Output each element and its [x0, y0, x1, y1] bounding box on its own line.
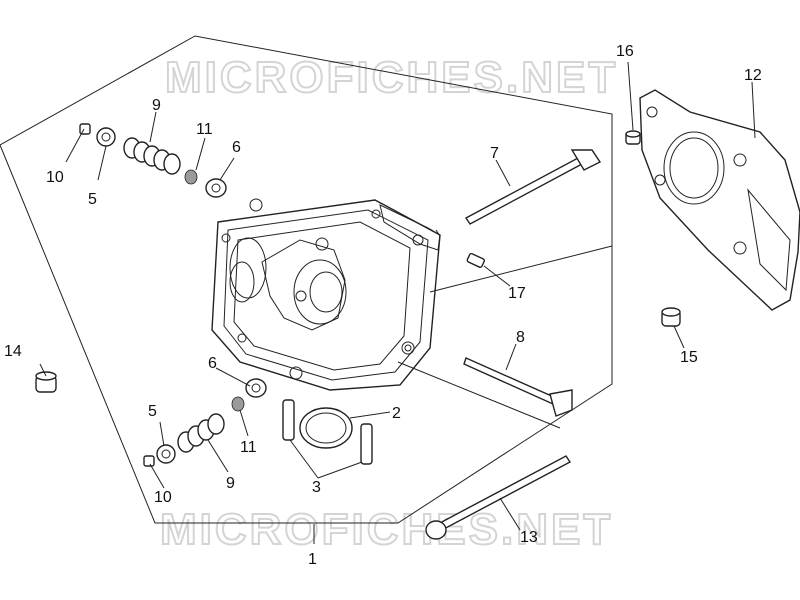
callout-6-lower: 6 [208, 355, 217, 372]
part-9-spring-lower [177, 413, 225, 453]
watermark-top: MICROFICHES.NET [165, 53, 618, 102]
callout-11-upper: 11 [196, 121, 213, 138]
assembly-outline [0, 35, 613, 524]
callout-14: 14 [4, 343, 22, 360]
part-5-retainer-upper [96, 127, 116, 147]
callout-10-upper: 10 [46, 169, 64, 186]
part-7-valve [464, 149, 602, 225]
callout-6-upper: 6 [232, 139, 241, 156]
callout-11-lower: 11 [240, 439, 257, 456]
leader-lines [39, 61, 756, 544]
callout-3: 3 [312, 479, 321, 496]
part-8-valve [463, 357, 573, 417]
upper-valve-set [79, 123, 227, 198]
callout-13: 13 [520, 529, 538, 546]
part-11-seal-lower [231, 396, 245, 412]
part-16-bushing [625, 130, 641, 145]
callout-5-upper: 5 [88, 191, 97, 208]
callout-16: 16 [616, 43, 634, 60]
callout-9-upper: 9 [152, 97, 161, 114]
part-3-dowel-left [282, 399, 295, 441]
cylinder-head [211, 198, 441, 391]
callout-7: 7 [490, 145, 499, 162]
part-10-cotter-lower [143, 455, 155, 467]
callouts: 1 2 3 5 5 6 6 7 8 9 9 10 10 11 11 12 13 … [4, 43, 762, 568]
callout-15: 15 [680, 349, 698, 366]
part-13-bolt [425, 455, 572, 540]
part-11-seal-upper [184, 169, 198, 185]
part-5-retainer-lower [156, 444, 176, 464]
part-10-cotter-upper [79, 123, 91, 135]
part-2-o-ring [299, 407, 353, 449]
callout-5-lower: 5 [148, 403, 157, 420]
part-9-spring-upper [123, 137, 181, 175]
part-6-washer-lower [245, 378, 267, 398]
part-15-bushing [661, 307, 681, 327]
lower-valve-set [143, 378, 267, 467]
callout-17: 17 [508, 285, 526, 302]
part-17-stud [466, 252, 485, 268]
callout-1: 1 [308, 551, 317, 568]
callout-12: 12 [744, 67, 762, 84]
callout-9-lower: 9 [226, 475, 235, 492]
part-6-washer-upper [205, 178, 227, 198]
callout-2: 2 [392, 405, 401, 422]
part-12-gasket [639, 89, 800, 311]
callout-10-lower: 10 [154, 489, 172, 506]
watermark-bottom: MICROFICHES.NET [160, 505, 613, 554]
callout-8: 8 [516, 329, 525, 346]
part-3-dowel-right [360, 423, 373, 465]
